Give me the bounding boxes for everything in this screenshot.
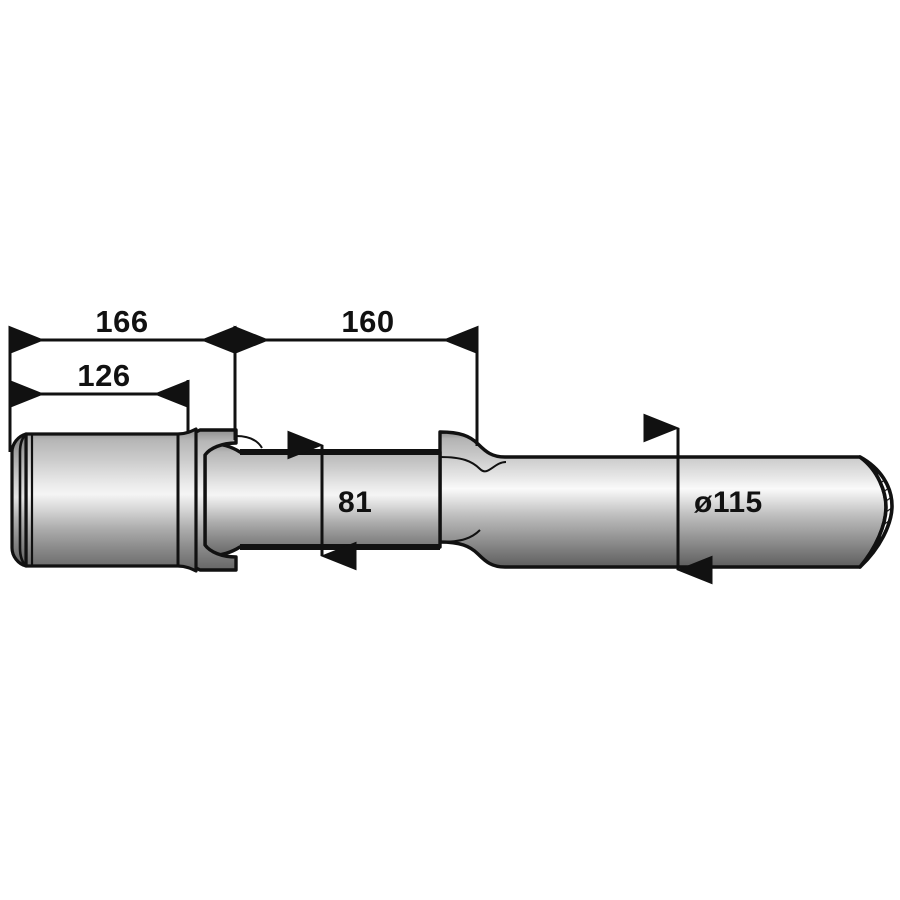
- break-line-end: [858, 455, 894, 569]
- collar-fillet-top: [235, 435, 263, 449]
- dim-label-126: 126: [77, 358, 130, 393]
- dim-label-166: 166: [95, 304, 148, 339]
- dimension-layer: 166 160 126 81 ø115: [8, 304, 763, 585]
- taper-fillet-bottom: [439, 529, 481, 543]
- small-shank-cylinder: [24, 427, 198, 573]
- dim-label-160: 160: [341, 304, 394, 339]
- dim-label-81: 81: [338, 486, 372, 519]
- butt-end-inner-edge: [18, 433, 27, 567]
- dim-label-115: ø115: [694, 486, 763, 519]
- taper-fillet-top: [439, 456, 507, 473]
